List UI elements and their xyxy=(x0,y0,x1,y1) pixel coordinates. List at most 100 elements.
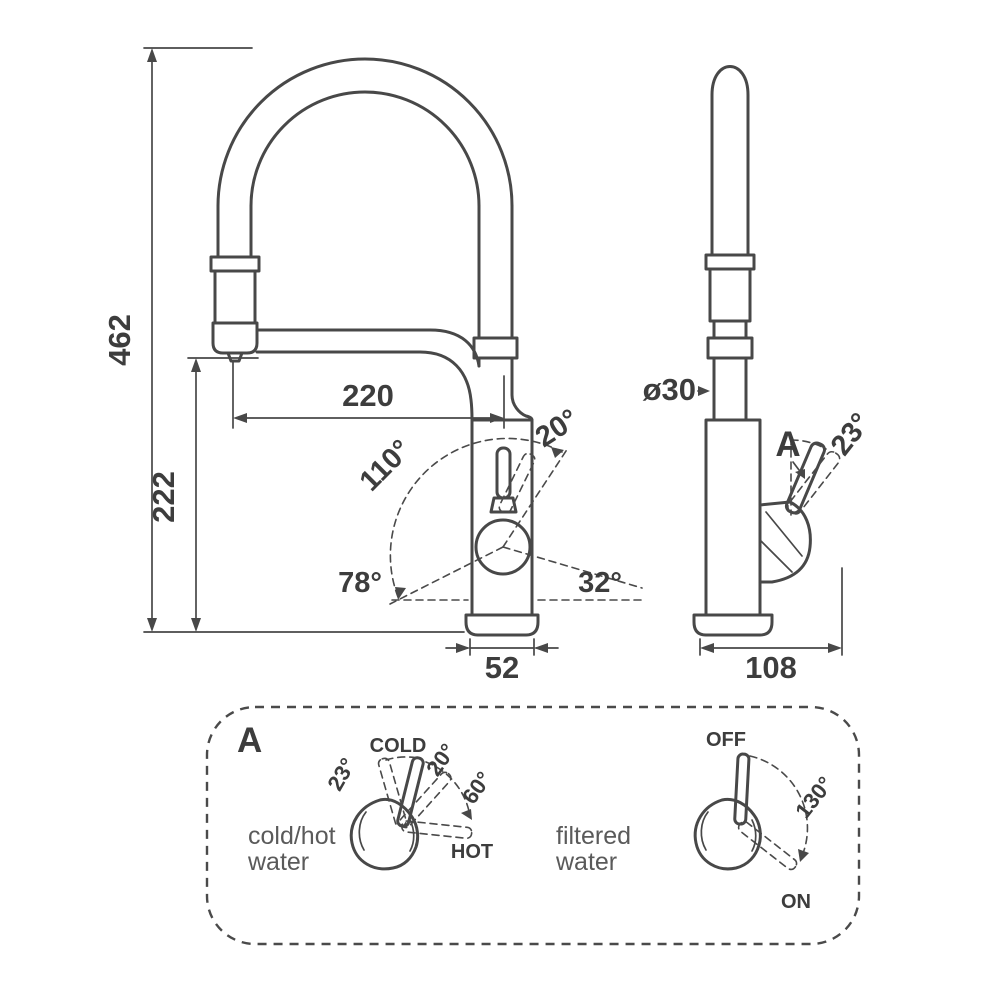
construction-lines-side xyxy=(787,437,841,516)
dim-diameter-label: ø30 xyxy=(643,372,696,407)
dim-arrow-down xyxy=(191,618,201,632)
base-front xyxy=(464,613,540,637)
spray-head xyxy=(211,321,259,355)
radial-78 xyxy=(389,546,504,605)
spray-sleeve xyxy=(213,269,257,325)
angle-20-label: 20° xyxy=(421,739,461,781)
dimension-total-height: 462 xyxy=(102,47,465,633)
dim-spout-height-label: 222 xyxy=(146,471,181,523)
arc-23 xyxy=(385,756,419,761)
spout-arc-inner xyxy=(249,90,481,208)
body-side xyxy=(704,418,762,617)
hot-label: HOT xyxy=(451,841,493,863)
faucet-outline-front xyxy=(209,57,540,637)
body-front xyxy=(470,418,534,617)
dim-arrow-up xyxy=(191,358,201,372)
right-leg-band xyxy=(472,336,519,360)
housing-facets xyxy=(759,511,803,573)
filtered-caption-line1: filtered xyxy=(556,822,631,850)
front-view: 462 222 220 52 20° 110° xyxy=(102,47,643,685)
tube-mid-side xyxy=(712,319,748,340)
dim-base-depth-label: 108 xyxy=(745,650,797,685)
faucet-outline-side xyxy=(692,65,826,637)
dim-arrow-right xyxy=(490,413,504,423)
spray-nozzle xyxy=(226,351,244,363)
arc-130 xyxy=(749,755,809,857)
dimension-base-depth: 108 xyxy=(699,567,843,685)
detail-box-ref: A xyxy=(237,721,262,760)
ref-arrow xyxy=(795,469,805,479)
handle-lever-front xyxy=(495,446,512,500)
angle-right-label: 32° xyxy=(578,567,622,599)
cold-hot-caption-line2: water xyxy=(247,848,309,876)
knob-detail xyxy=(700,811,757,852)
lever-ghost-side xyxy=(787,450,841,515)
radial-20 xyxy=(502,447,569,548)
angle-top-label: 20° xyxy=(530,403,584,454)
knob-detail xyxy=(358,811,415,852)
cold-hot-caption-line1: cold/hot xyxy=(248,822,336,850)
ball-joint xyxy=(474,518,532,576)
construction-lines-front xyxy=(389,437,643,605)
dimension-spout-height: 222 xyxy=(146,357,259,632)
dim-arrow-down xyxy=(147,618,157,632)
dimension-spout-reach: 220 xyxy=(232,361,505,429)
handle-knob xyxy=(693,797,762,871)
on-label: ON xyxy=(781,891,811,913)
dim-spout-reach-label: 220 xyxy=(342,378,394,413)
angle-130-label: 130° xyxy=(790,772,838,823)
right-leg xyxy=(477,204,514,340)
tube-low-side xyxy=(712,356,748,422)
leader-arrow xyxy=(698,386,710,396)
angle-23-label: 23° xyxy=(322,754,360,795)
angle-handle-label: 23° xyxy=(825,407,877,461)
dim-arrow-right xyxy=(828,643,842,653)
side-view: ø30 A 23° 108 xyxy=(643,65,877,685)
angle-swivel-label: 110° xyxy=(354,434,418,498)
swivel-arc xyxy=(389,437,563,598)
collar-ring-side xyxy=(704,253,756,271)
spout-bottom-edge xyxy=(255,350,474,422)
band-side xyxy=(706,336,754,360)
dim-arrow-left xyxy=(456,643,470,653)
right-leg-lower xyxy=(477,356,534,422)
diameter-callout: ø30 xyxy=(643,372,710,407)
lever-ghost-hot xyxy=(401,820,473,840)
lever-solid xyxy=(396,756,425,828)
tilt-arc xyxy=(790,439,827,450)
cold-hot-diagram: COLD HOT 23° 20° 60° cold/hot water xyxy=(247,735,497,876)
dimension-base-width: 52 xyxy=(445,638,559,685)
detail-ref-callout: A xyxy=(775,425,805,479)
spout-arc-outer xyxy=(216,57,514,208)
detail-box: A COLD HOT 23° 20° 60° col xyxy=(205,705,861,946)
tube-side xyxy=(710,65,750,257)
dim-arrow-left xyxy=(700,643,714,653)
arc-arrow xyxy=(798,849,809,862)
sleeve-side xyxy=(708,267,752,323)
handle-knob xyxy=(349,797,420,871)
detail-box-border xyxy=(205,705,861,946)
lever-solid xyxy=(733,752,751,826)
dim-arrow-left xyxy=(233,413,247,423)
arc-arrow xyxy=(461,809,472,820)
detail-ref-label: A xyxy=(775,425,800,464)
filtered-diagram: OFF ON 130° filtered water xyxy=(555,729,838,913)
off-label: OFF xyxy=(706,729,746,751)
arc-60 xyxy=(425,761,471,817)
handle-neck xyxy=(489,496,518,514)
dim-arrow-right xyxy=(534,643,548,653)
spout-top-edge xyxy=(255,328,481,368)
swivel-arc-arrow-end xyxy=(551,447,564,458)
base-side xyxy=(692,613,774,637)
swivel-arc-arrow-start xyxy=(395,587,406,600)
filtered-caption-line2: water xyxy=(555,848,617,876)
dim-base-width-label: 52 xyxy=(485,650,519,685)
radial-32 xyxy=(502,546,643,589)
ext-lines xyxy=(699,567,843,656)
spray-collar-ring xyxy=(209,255,261,273)
angle-60-label: 60° xyxy=(457,767,497,809)
dim-arrow-up xyxy=(147,48,157,62)
cold-label: COLD xyxy=(370,735,427,757)
